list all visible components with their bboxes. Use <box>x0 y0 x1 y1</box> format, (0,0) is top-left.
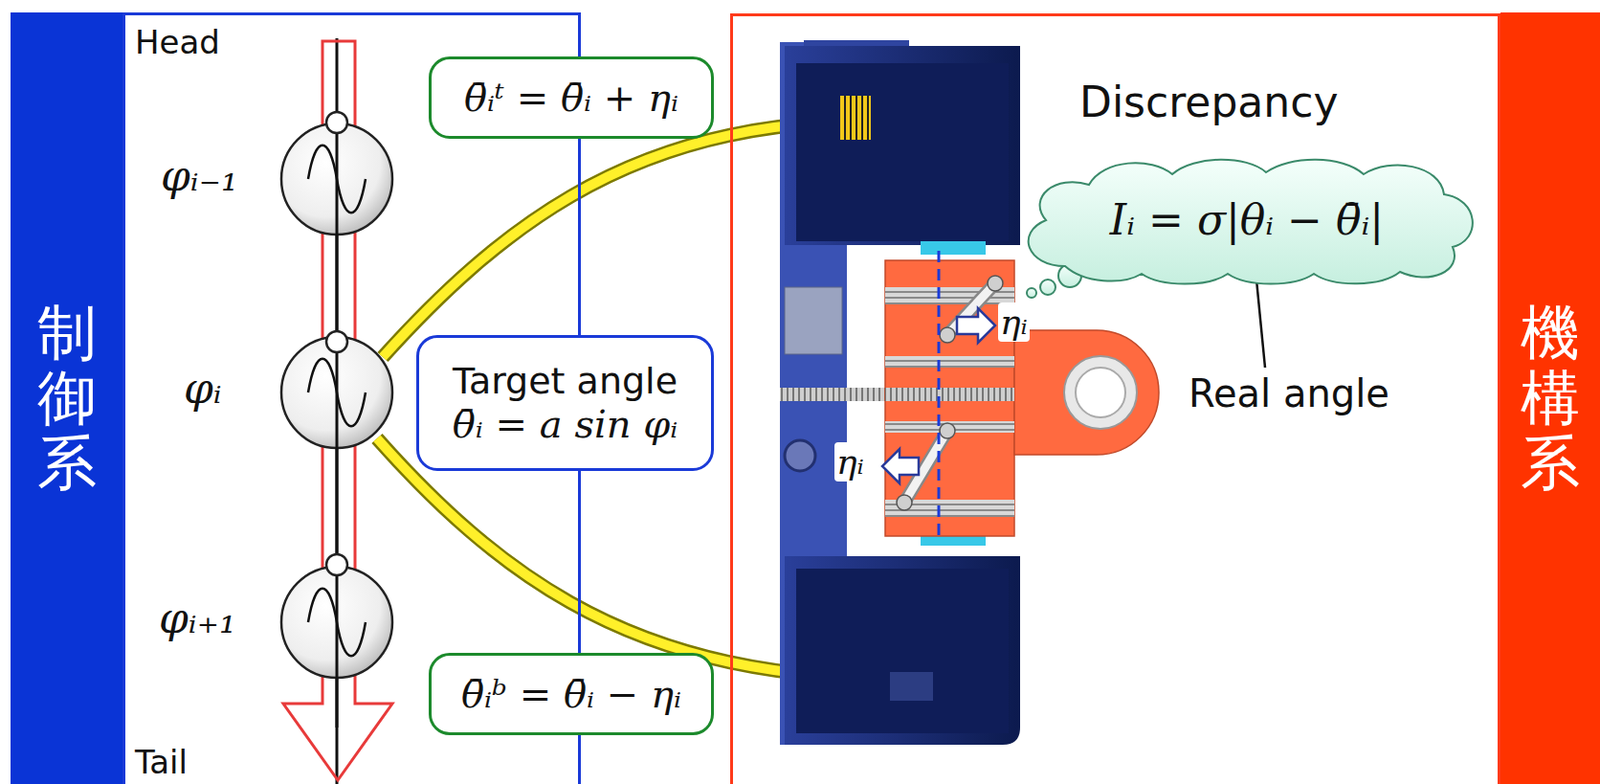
drawing-rect <box>885 355 1015 368</box>
drawing-rect <box>840 95 871 140</box>
node-text: Discrepancy <box>1079 77 1338 127</box>
drawing-path <box>784 555 1021 745</box>
drawing-circle <box>1064 355 1137 429</box>
drawing-rect <box>796 63 1009 242</box>
label-text: φᵢ <box>183 363 223 413</box>
drawing-circle <box>784 440 816 471</box>
drawing-circle <box>326 111 348 134</box>
drawing-polygon <box>882 448 919 484</box>
node-text: θ̄ᵢ = a sin φᵢ <box>452 401 679 446</box>
top-target-box: θ̄ᵢᵗ = θ̄ᵢ + ηᵢ <box>428 56 714 139</box>
drawing-rect <box>779 387 1015 401</box>
node-text: Head <box>134 22 221 62</box>
drawing-circle <box>1075 367 1126 418</box>
drawing-line <box>335 576 339 728</box>
node-text: 制御系 <box>37 300 97 497</box>
drawing-circle <box>939 422 956 439</box>
drawing-circle <box>326 554 348 576</box>
drawing-circle <box>1026 288 1037 298</box>
drawing-path <box>382 122 825 357</box>
target-angle-box: Target angleθ̄ᵢ = a sin φᵢ <box>416 334 714 471</box>
drawing-path <box>1014 330 1159 455</box>
mechanism-band: 機構系 <box>1500 12 1600 784</box>
bottom-target-box: θ̄ᵢᵇ = θ̄ᵢ − ηᵢ <box>428 652 714 735</box>
drawing-line <box>335 133 339 331</box>
drawing-polygon <box>956 308 996 343</box>
drawing-line <box>335 38 339 784</box>
drawing-path <box>308 358 366 427</box>
joint-mechanism <box>779 40 1159 745</box>
label-text: Real angle <box>1188 371 1390 416</box>
drawing-rect <box>796 568 1009 734</box>
label-text: φᵢ₊₁ <box>158 593 237 643</box>
node-text: 機構系 <box>1520 300 1580 497</box>
drawing-path <box>377 438 825 676</box>
drawing-circle <box>896 494 912 511</box>
drawing-circle <box>1040 279 1056 295</box>
drawing-path <box>308 588 366 657</box>
drawing-path <box>382 122 825 357</box>
node-text: Iᵢ = σ|θᵢ − θ̄ᵢ| <box>1110 195 1384 245</box>
drawing-path <box>308 145 366 214</box>
discrepancy-cloud: Iᵢ = σ|θᵢ − θ̄ᵢ| <box>1007 151 1487 289</box>
drawing-rect <box>784 45 1021 245</box>
drawing-rect <box>885 387 1015 401</box>
control-band: 制御系 <box>10 12 123 784</box>
node-text: θ̄ᵢᵇ = θ̄ᵢ − ηᵢ <box>461 671 682 716</box>
drawing-path <box>377 438 825 676</box>
drawing-circle <box>326 331 348 353</box>
drawing-line <box>937 250 941 542</box>
node-text: Target angle <box>452 359 678 402</box>
drawing-circle <box>939 327 956 343</box>
label-text: ηᵢ <box>834 442 867 482</box>
drawing-rect <box>784 287 843 355</box>
label-text: ηᵢ <box>998 302 1030 342</box>
drawing-g <box>308 145 366 657</box>
node-text: θ̄ᵢᵗ = θ̄ᵢ + ηᵢ <box>464 75 679 120</box>
node-text: Tail <box>134 742 188 781</box>
label-text: φᵢ₋₁ <box>160 151 239 200</box>
drawing-rect <box>920 241 986 255</box>
cloud-outline <box>1028 159 1473 285</box>
drawing-rect <box>885 260 1015 536</box>
drawing-rect <box>889 671 934 701</box>
drawing-circle <box>987 275 1003 291</box>
